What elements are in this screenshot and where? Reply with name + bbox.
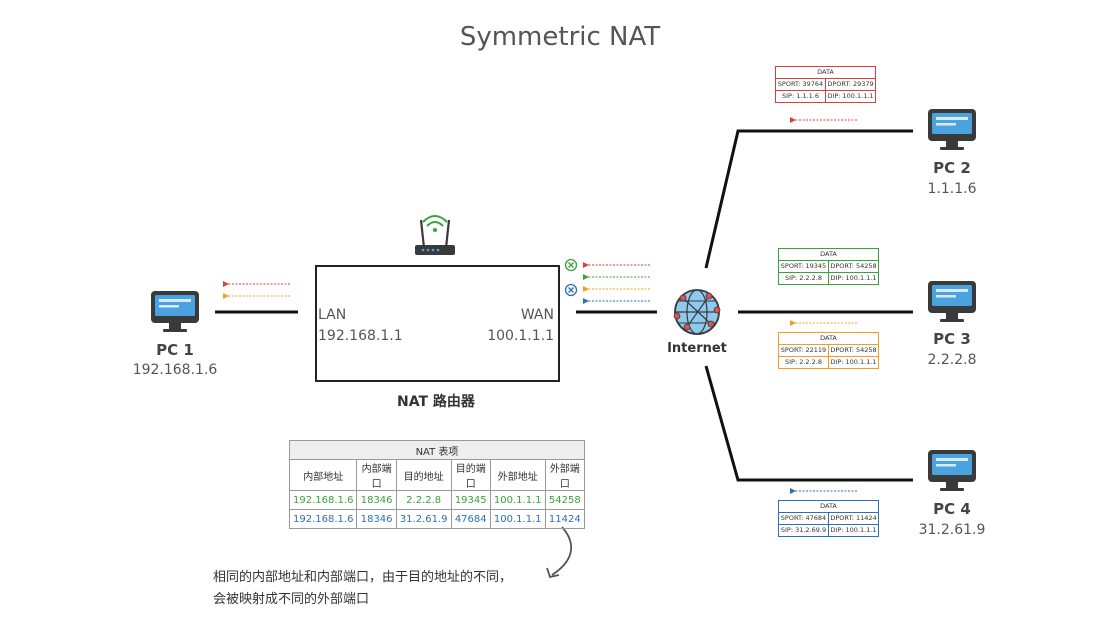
packet-dip: DIP: 100.1.1.1 [828, 273, 878, 284]
table-cell: 54258 [544, 490, 586, 510]
packet-red: DATA SPORT: 39764 DPORT: 29379 SIP: 1.1.… [775, 66, 876, 103]
nat-table-caption: NAT 表项 [289, 440, 585, 460]
nat-table-header: 外部地址 [489, 459, 546, 491]
curved-arrow-head [546, 567, 560, 579]
packet-dport: DPORT: 54258 [828, 261, 878, 272]
wan-label: WAN [520, 307, 554, 323]
packet-sip: SIP: 2.2.2.8 [785, 274, 822, 282]
pc4-name: PC 4 [933, 500, 971, 518]
packet-header: DATA [779, 501, 878, 513]
table-cell: 11424 [544, 509, 586, 529]
packet-sip: SIP: 31.2.69.9 [780, 526, 827, 534]
packet-sport: SPORT: 47684 [780, 514, 827, 522]
wan-ip: 100.1.1.1 [487, 328, 554, 344]
table-cell: 2.2.2.8 [395, 490, 452, 510]
note: 相同的内部地址和内部端口，由于目的地址的不同， 会被映射成不同的外部端口 [213, 567, 512, 611]
pc1-name: PC 1 [156, 341, 194, 359]
pc4-ip: 31.2.61.9 [918, 522, 986, 538]
nat-table-header: 内部地址 [288, 459, 358, 491]
monitor-icon-pc2 [928, 109, 976, 150]
internet-label: Internet [667, 341, 727, 356]
lan-label: LAN [318, 307, 347, 323]
table-row: 192.168.1.6 18346 2.2.2.8 19345 100.1.1.… [288, 490, 586, 510]
note-line-1: 相同的内部地址和内部端口，由于目的地址的不同， [213, 570, 513, 585]
link-internet-pc2 [704, 129, 913, 269]
note-line-2: 会被映射成不同的外部端口 [213, 592, 370, 607]
pc2-name: PC 2 [933, 159, 971, 177]
packet-orange: DATA SPORT: 22119 DPORT: 54258 SIP: 2.2.… [778, 332, 879, 369]
packet-dip: DIP: 100.1.1.1 [825, 91, 875, 102]
blocked-icon-blue [564, 283, 578, 297]
nat-table-header: 目的端口 [450, 459, 491, 491]
monitor-icon-pc1 [151, 291, 199, 332]
nat-table-header: 外部端口 [544, 459, 586, 491]
nat-router-box [315, 265, 560, 382]
monitor-icon-pc4 [928, 450, 976, 491]
packet-dip: DIP: 100.1.1.1 [828, 525, 878, 536]
nat-table: NAT 表项 内部地址 内部端口 目的地址 目的端口 外部地址 外部端口 192… [288, 440, 586, 529]
pc2-ip: 1.1.1.6 [927, 181, 977, 197]
packet-header: DATA [776, 67, 875, 79]
packet-dip: DIP: 100.1.1.1 [828, 357, 878, 368]
packet-header: DATA [779, 249, 878, 261]
nat-table-header: 内部端口 [356, 459, 397, 491]
table-cell: 47684 [450, 509, 491, 529]
table-row: 192.168.1.6 18346 31.2.61.9 47684 100.1.… [288, 509, 586, 529]
blocked-icon-green [564, 258, 578, 272]
table-cell: 18346 [356, 490, 397, 510]
pc1-ip: 192.168.1.6 [132, 362, 218, 378]
pc3-name: PC 3 [933, 330, 971, 348]
table-cell: 19345 [450, 490, 491, 510]
table-cell: 100.1.1.1 [489, 509, 546, 529]
packet-sip: SIP: 2.2.2.8 [785, 358, 822, 366]
link-internet-pc4 [704, 365, 913, 482]
nat-table-header: 目的地址 [395, 459, 452, 491]
table-cell: 192.168.1.6 [288, 490, 358, 510]
packet-dport: DPORT: 11424 [828, 513, 878, 524]
packet-sip: SIP: 1.1.1.6 [782, 92, 819, 100]
table-cell: 18346 [356, 509, 397, 529]
globe-icon [673, 289, 721, 335]
packet-green: DATA SPORT: 19345 DPORT: 54258 SIP: 2.2.… [778, 248, 879, 285]
router-name: NAT 路由器 [397, 394, 475, 410]
monitor-icon-pc3 [928, 281, 976, 322]
packet-header: DATA [779, 333, 878, 345]
packet-sport: SPORT: 39764 [777, 80, 824, 88]
curved-arrow [551, 526, 572, 576]
packet-sport: SPORT: 22119 [780, 346, 827, 354]
packet-dport: DPORT: 54258 [828, 345, 878, 356]
router-icon [415, 215, 455, 255]
pc3-ip: 2.2.2.8 [927, 352, 977, 368]
table-cell: 192.168.1.6 [288, 509, 358, 529]
packet-dport: DPORT: 29379 [825, 79, 875, 90]
table-cell: 31.2.61.9 [395, 509, 452, 529]
page-title: Symmetric NAT [459, 22, 661, 52]
lan-ip: 192.168.1.1 [318, 328, 403, 344]
packet-sport: SPORT: 19345 [780, 262, 827, 270]
packet-blue: DATA SPORT: 47684 DPORT: 11424 SIP: 31.2… [778, 500, 879, 537]
table-cell: 100.1.1.1 [489, 490, 546, 510]
